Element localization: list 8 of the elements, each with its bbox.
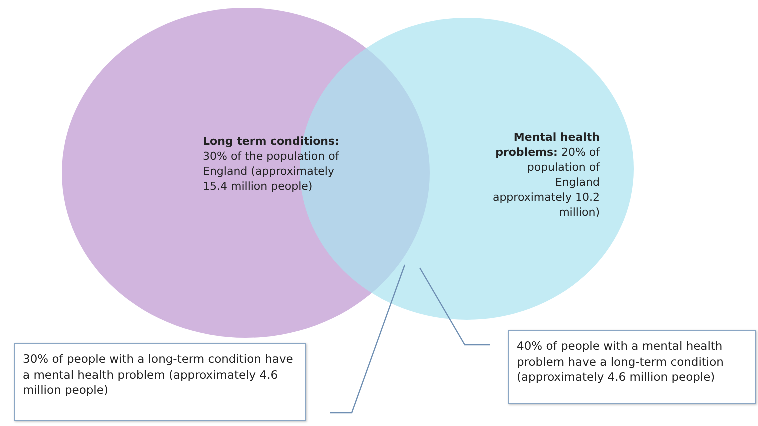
callout-box [14,343,306,421]
callout-text: 40% of people with a mental health problem have a long-term condition (approximately 4.6 million people) [517,339,725,386]
circle-label: Mental health problems: 20% of population of England approximately 10.2 million) [492,130,600,220]
leader-line [419,268,490,346]
circle-label: Long term conditions: 30% of the population of England (approximately 15.4 million people) [203,134,340,194]
callout-text: 30% of people with a long-term condition have a mental health problem (approximately 4.6 million people) [23,352,294,398]
leader-line [330,264,406,414]
callout-box [508,330,756,404]
